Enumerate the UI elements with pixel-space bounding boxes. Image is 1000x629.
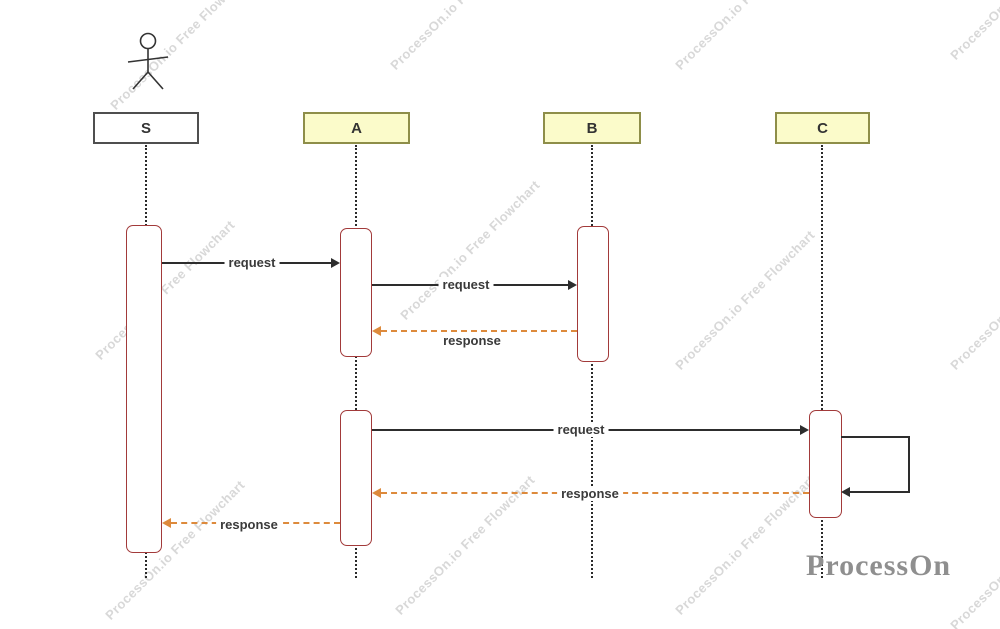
actor-icon (127, 32, 169, 90)
watermark: ProcessOn.io Free Flowchart (387, 0, 533, 73)
activation-bar-s (126, 225, 162, 553)
activation-bar-b (577, 226, 609, 362)
lifeline-c (821, 145, 823, 578)
lifeline-head-c: C (775, 112, 870, 144)
message-4-label: request (553, 422, 609, 437)
watermark: ProcessOn.io Free Flowchart (102, 477, 248, 623)
watermark: ProcessOn.io Free Flowchart (947, 487, 1000, 629)
self-message-right-line (908, 436, 910, 493)
lifeline-a (355, 145, 357, 578)
watermark: ProcessOn.io Free Flowchart (397, 177, 543, 323)
lifeline-head-s: S (93, 112, 199, 144)
self-message-bottom-line (850, 491, 910, 493)
message-3-line (381, 330, 577, 332)
activation-bar-a2 (340, 410, 372, 546)
message-4-arrowhead-icon (800, 425, 809, 435)
watermark: ProcessOn.io Free Flowchart (672, 472, 818, 618)
message-6-label: response (216, 517, 282, 532)
message-2-arrowhead-icon (568, 280, 577, 290)
lifeline-head-b: B (543, 112, 641, 144)
message-1-arrowhead-icon (331, 258, 340, 268)
lifeline-head-a: A (303, 112, 410, 144)
watermark: ProcessOn.io Free Flowchart (92, 217, 238, 363)
activation-bar-a1 (340, 228, 372, 357)
message-2-label: request (438, 277, 494, 292)
watermark: ProcessOn.io Free Flowchart (392, 472, 538, 618)
message-6-arrowhead-icon (162, 518, 171, 528)
watermark: ProcessOn.io Free Flowchart (672, 0, 818, 73)
watermark: ProcessOn.io Free Flowchart (947, 227, 1000, 373)
message-5-label: response (557, 486, 623, 501)
message-1-label: request (224, 255, 280, 270)
watermark: ProcessOn.io Free Flowchart (672, 227, 818, 373)
activation-bar-c (809, 410, 842, 518)
message-3-label: response (439, 333, 505, 348)
watermark: ProcessOn.io Free Flowchart (947, 0, 1000, 63)
message-5-arrowhead-icon (372, 488, 381, 498)
message-3-arrowhead-icon (372, 326, 381, 336)
self-message-top-line (841, 436, 910, 438)
self-message-arrowhead-icon (841, 487, 850, 497)
processon-logo: ProcessOn (806, 549, 952, 582)
